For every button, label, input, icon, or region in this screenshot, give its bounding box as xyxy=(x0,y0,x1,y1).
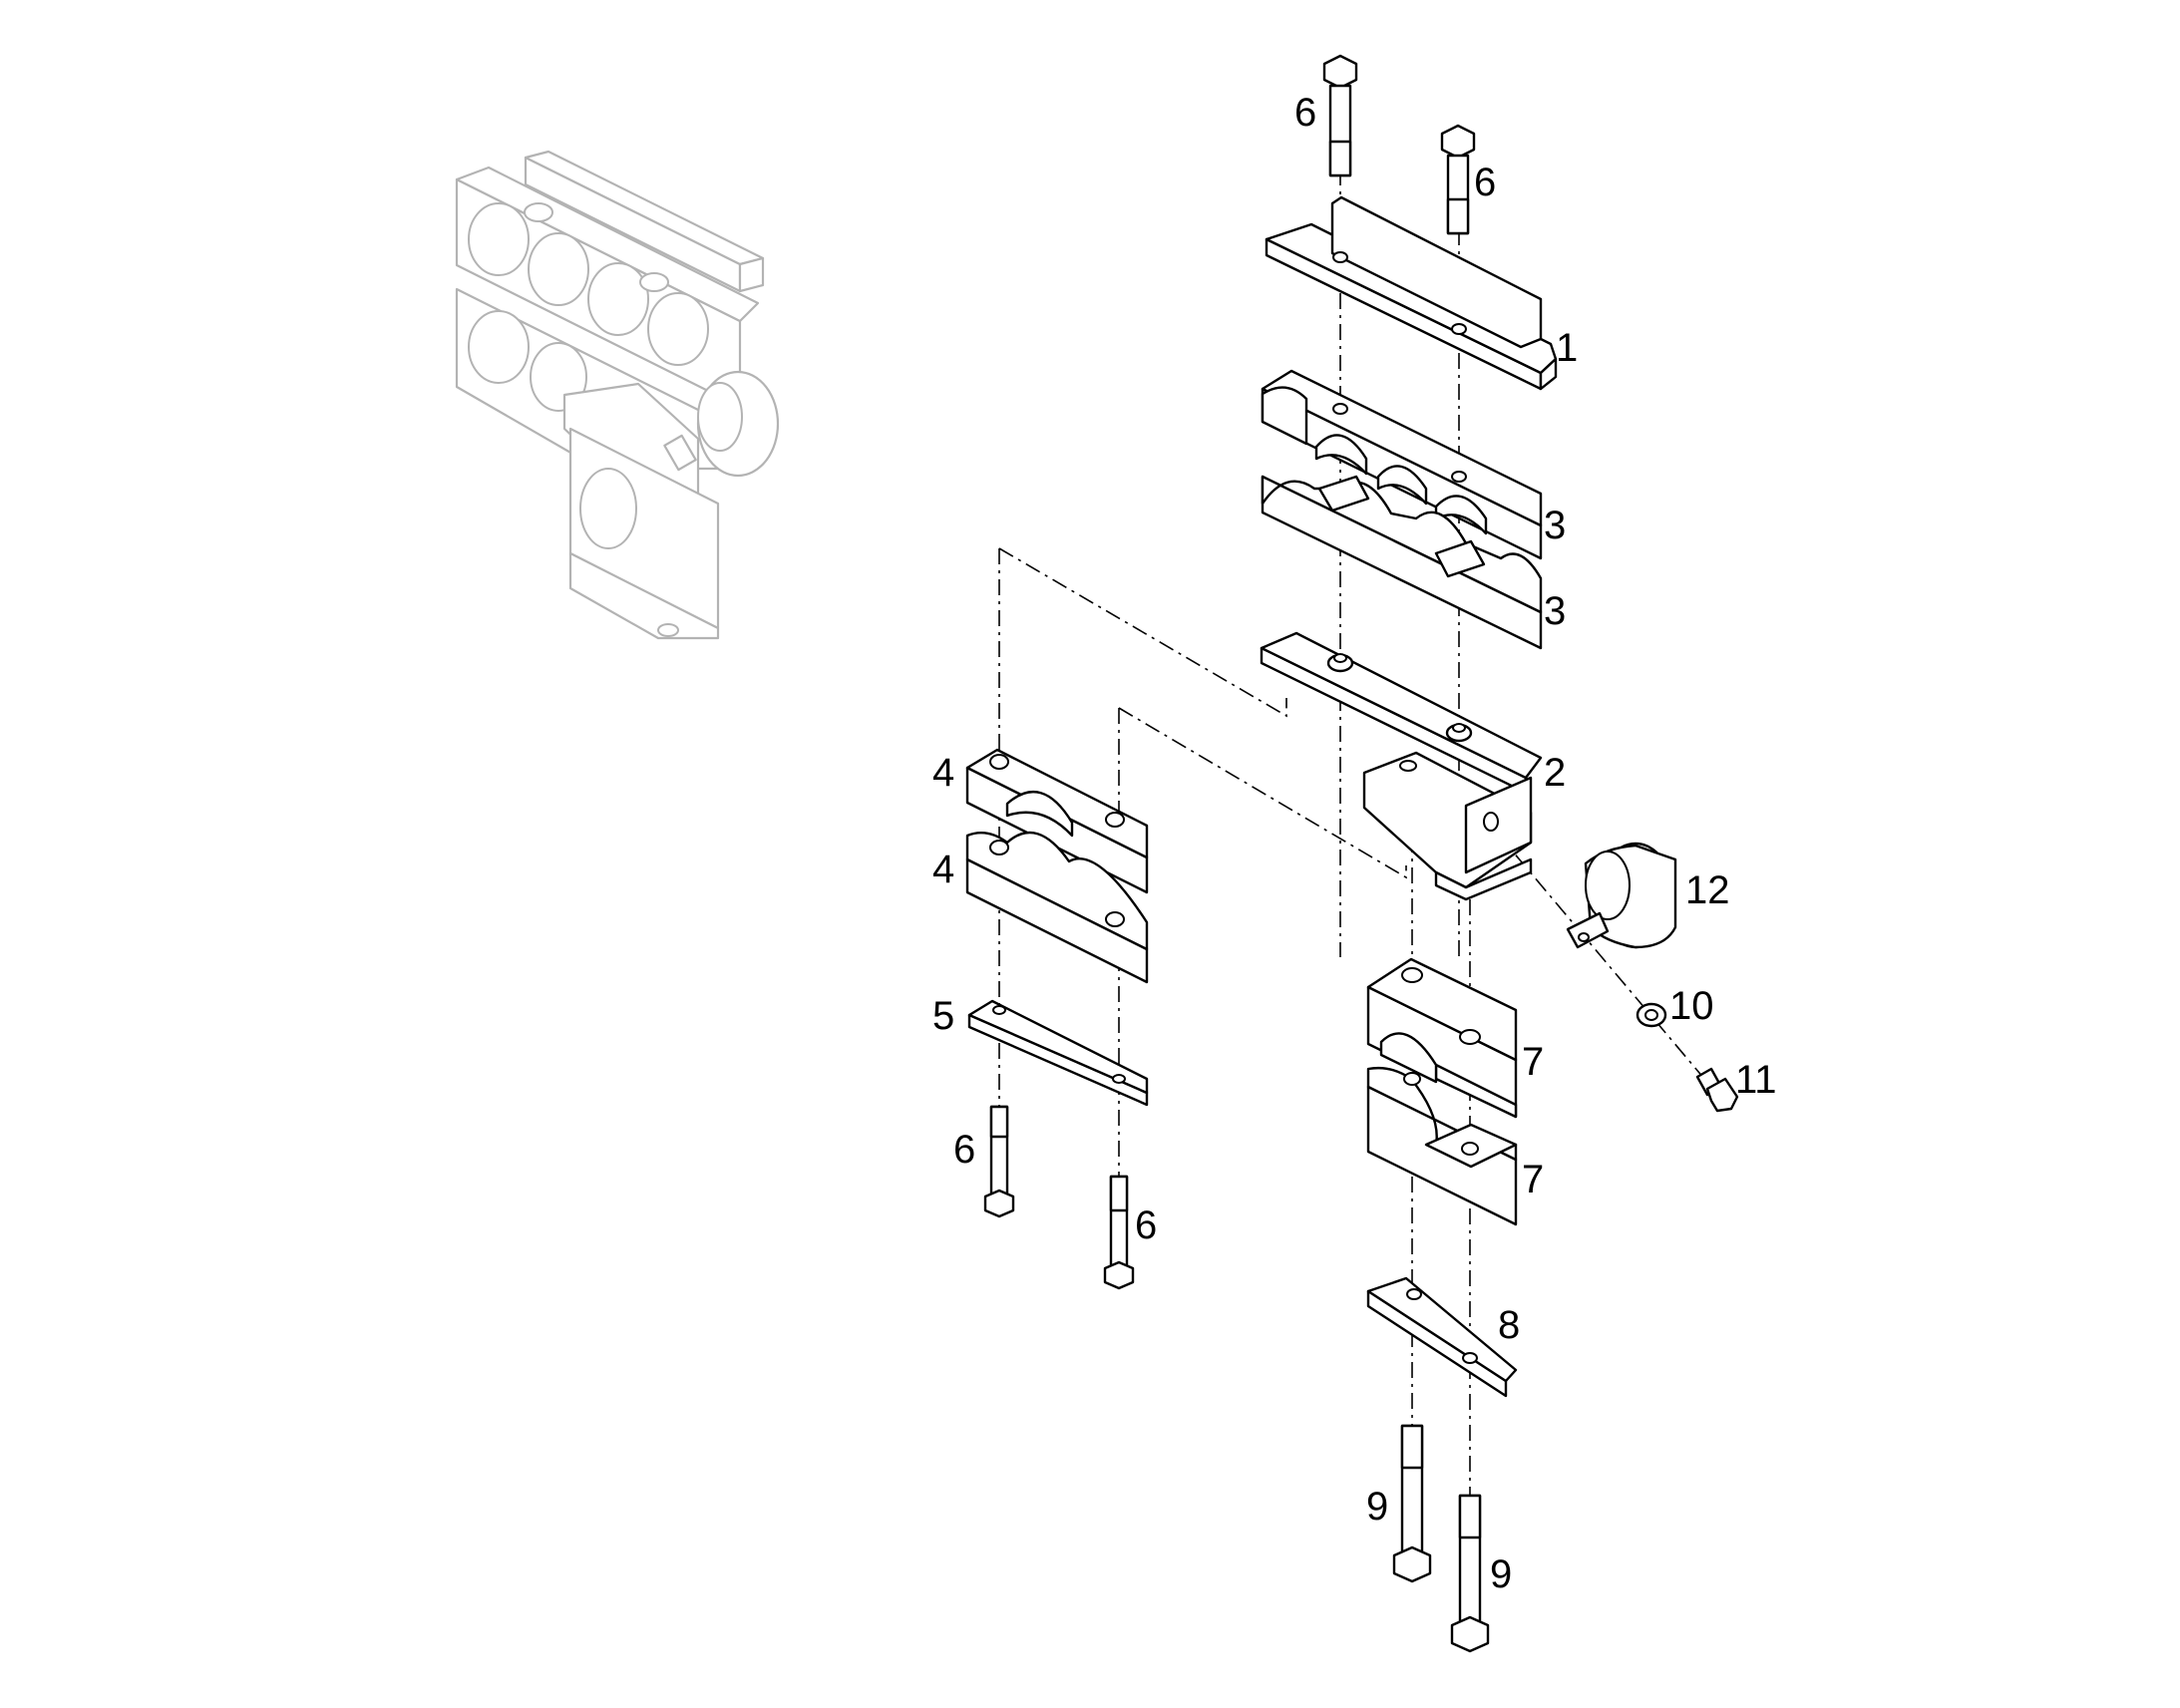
callout-5: 5 xyxy=(932,994,954,1038)
callout-3-upper: 3 xyxy=(1544,504,1566,547)
callout-8: 8 xyxy=(1498,1303,1520,1347)
callout-6-bottom-left: 6 xyxy=(953,1128,975,1172)
part-3-upper-clamp-half xyxy=(1261,369,1543,560)
part-4-lower-small-clamp xyxy=(965,831,1149,984)
callout-7-upper: 7 xyxy=(1522,1040,1544,1084)
part-6-bolt-top-left xyxy=(1322,54,1358,177)
callout-11: 11 xyxy=(1735,1058,1777,1102)
part-5-small-cover-plate xyxy=(967,999,1149,1107)
callout-9-right: 9 xyxy=(1490,1552,1512,1596)
callout-6-top-left: 6 xyxy=(1294,91,1316,135)
callout-6-bottom-right: 6 xyxy=(1135,1203,1157,1247)
part-9-bolt-left xyxy=(1392,1424,1432,1583)
part-8-bottom-plate xyxy=(1366,1276,1518,1398)
callout-7-lower: 7 xyxy=(1522,1158,1544,1201)
part-3-lower-clamp-half xyxy=(1261,475,1543,650)
callout-4-upper: 4 xyxy=(932,751,954,795)
callout-labels: 1 2 3 3 4 4 5 6 6 6 6 7 7 8 9 9 10 11 12 xyxy=(932,91,1777,1596)
callout-2: 2 xyxy=(1544,751,1566,795)
part-12-pipe-clip xyxy=(1566,842,1677,949)
part-11-screw xyxy=(1695,1067,1739,1113)
part-6-bolt-bottom-left xyxy=(983,1105,1015,1218)
callout-12: 12 xyxy=(1685,868,1730,912)
part-9-bolt-right xyxy=(1450,1494,1490,1653)
part-10-washer xyxy=(1635,1002,1667,1028)
callout-9-left: 9 xyxy=(1366,1485,1388,1529)
callout-10: 10 xyxy=(1669,984,1714,1028)
part-4-upper-small-clamp xyxy=(965,748,1149,894)
part-6-bolt-top-right xyxy=(1440,124,1476,235)
callout-1: 1 xyxy=(1556,326,1578,370)
part-7-upper-block-clamp xyxy=(1366,957,1518,1119)
assembled-clamp-overview xyxy=(455,150,780,640)
part-1-cover-plate xyxy=(1265,195,1558,391)
callout-3-lower: 3 xyxy=(1544,589,1566,633)
part-2-angle-bracket xyxy=(1260,631,1543,901)
part-7-lower-block-clamp xyxy=(1366,1066,1518,1226)
callout-4-lower: 4 xyxy=(932,848,954,891)
callout-6-top-right: 6 xyxy=(1474,161,1496,204)
part-6-bolt-bottom-right xyxy=(1103,1175,1135,1290)
